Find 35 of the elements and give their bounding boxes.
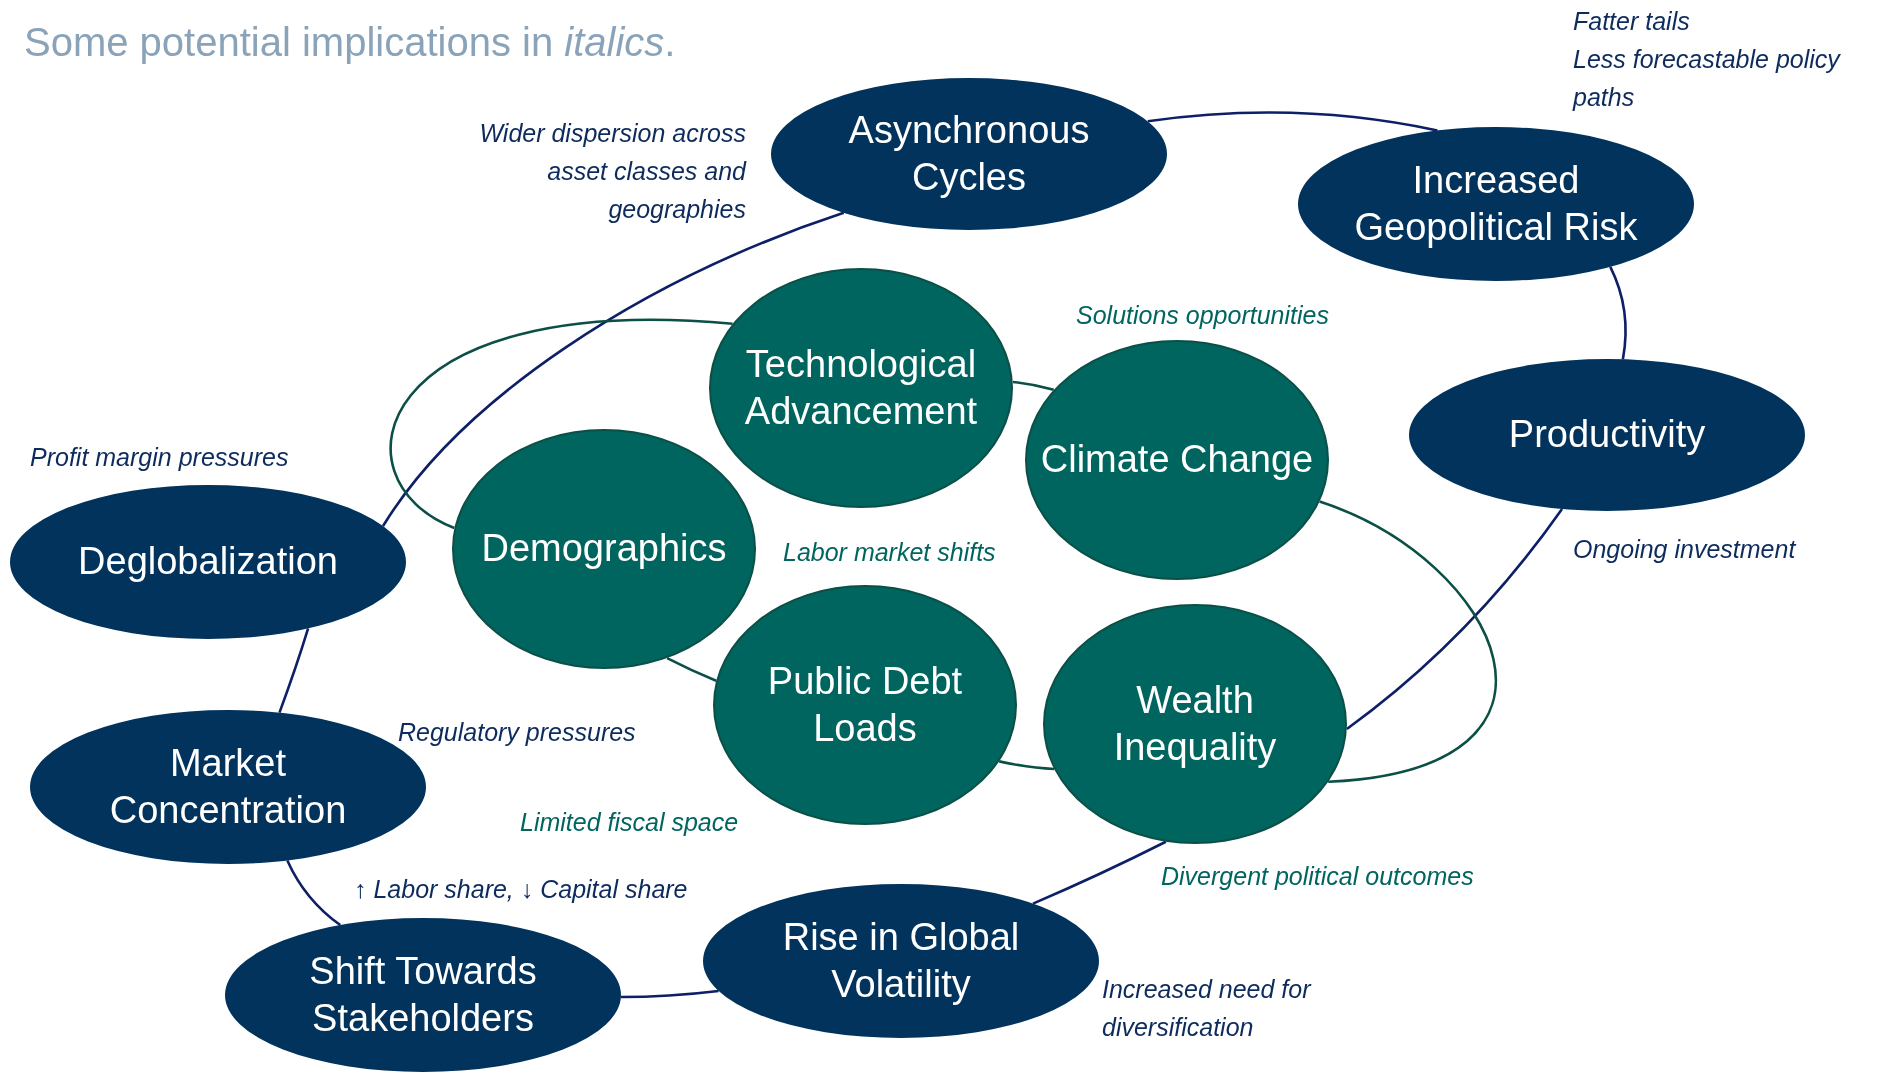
node-label: Public Debt Loads [766,658,964,751]
implication-note: Wider dispersion across asset classes and geographies [478,118,746,225]
title: Some potential implications in italics. [24,20,676,65]
connector-line [666,657,717,682]
node-label: Market Concentration [108,740,348,833]
node-label: Asynchronous Cycles [847,107,1091,200]
implication-note: ↑ Labor share, ↓ Capital share [354,874,689,905]
connector-line [381,211,845,527]
connector-line [1319,500,1497,784]
implication-note: Limited fiscal space [520,807,740,838]
implication-note: Divergent political outcomes [1161,861,1475,892]
implication-note: Less forecastable policy paths [1573,44,1842,113]
node-label: Productivity [1508,412,1706,458]
connector-line [1346,508,1564,731]
connector-line [1032,840,1167,905]
implication-note: Profit margin pressures [30,442,290,473]
implication-note: Fatter tails [1573,6,1691,37]
node-label: Deglobalization [78,539,338,585]
node-label: Increased Geopolitical Risk [1353,157,1639,250]
node-label: Climate Change [1040,437,1314,483]
implication-note: Labor market shifts [783,537,997,568]
connector-line [1012,380,1055,392]
connector-line [998,760,1055,771]
connector-line [1609,266,1627,360]
node-label: Technological Advancement [743,341,979,434]
connector-line [620,989,719,999]
node-label: Wealth Inequality [1112,677,1278,770]
node-label: Shift Towards Stakeholders [308,948,538,1041]
implication-note: Regulatory pressures [398,717,637,748]
node-label: Demographics [481,526,727,572]
node-label: Rise in Global Volatility [781,914,1021,1007]
connector-line [389,318,733,530]
implication-note: Solutions opportunities [1076,300,1330,331]
implication-note: Increased need for diversification [1102,974,1313,1043]
implication-note: Ongoing investment [1573,534,1798,565]
